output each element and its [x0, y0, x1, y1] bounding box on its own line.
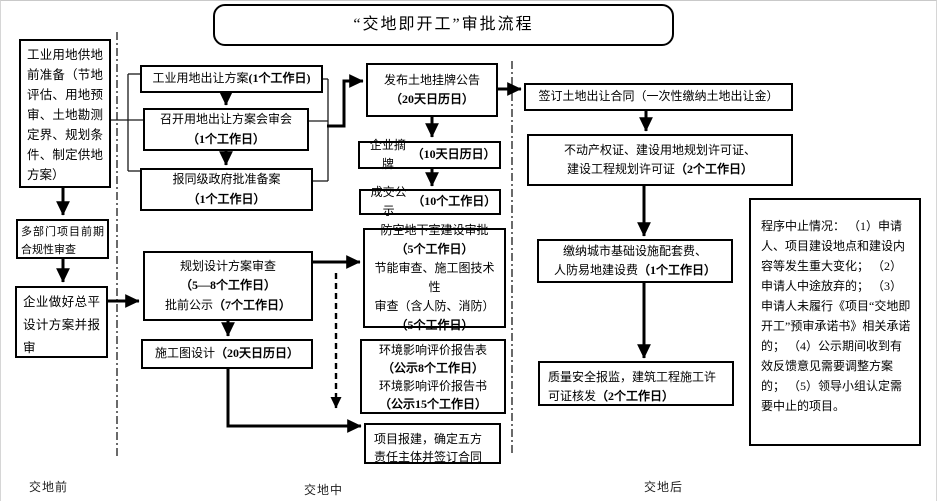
node-plan-meeting-label: 召开用地出让方案会审会 [159, 112, 292, 127]
node-quality-permit-label: 质量安全报监，建筑工程施工许可证核发 [548, 370, 717, 403]
node-quality-permit-text: 质量安全报监，建筑工程施工许可证核发（2个工作日） [548, 370, 716, 403]
node-enterprise-delisting: 企业摘牌 （10天日历日） [358, 138, 501, 171]
arrow-bracket-to-notice [327, 74, 364, 128]
node-env-impact-duration2: （公示15个工作日） [378, 396, 487, 411]
node-permits-line1: 不动产权证、建设用地规划许可证、 [563, 142, 756, 157]
node-plan-design-review-label: 规划设计方案审查 [179, 259, 276, 274]
node-civil-defense-line2: 节能审查、施工图技术性 [374, 261, 495, 294]
node-enterprise-delisting-duration: （10天日历日） [411, 147, 496, 162]
node-construction-drawing-duration: （20天日历日） [215, 346, 300, 361]
node-pay-fees-line2-wrap: 人防易地建设费（1个工作日） [554, 261, 716, 280]
node-civil-defense-duration1: （5个工作日） [395, 242, 474, 256]
node-project-filing-label: 项目报建，确定五方责任主体并签订合同 [374, 432, 483, 464]
node-plan-design-review-duration2: （7个工作日） [213, 297, 292, 312]
node-plan-design-review: 规划设计方案审查 （5—8个工作日） 批前公示（7个工作日） [143, 251, 313, 321]
node-gov-approval-duration: （1个工作日） [187, 191, 266, 206]
node-multi-dept-review-label: 多部门项目前期合规性审查 [21, 226, 104, 256]
node-deal-publicity-duration: （10个工作日） [412, 194, 497, 209]
node-env-impact: 环境影响评价报告表 （公示8个工作日） 环境影响评价报告书 （公示15个工作日） [360, 339, 506, 414]
node-deal-publicity: 成交公示 （10个工作日） [359, 185, 501, 218]
node-listing-notice: 发布土地挂牌公告 （20天日历日） [366, 63, 498, 117]
node-civil-defense-line3: 审查（含人防、消防） [374, 299, 495, 313]
node-civil-defense-label: 防空地下室建设审批 [380, 223, 489, 237]
node-transfer-plan-label: 工业用地出让方案 [152, 71, 249, 86]
node-multi-dept-review: 多部门项目前期合规性审查 [16, 219, 109, 259]
node-sign-contract: 签订土地出让合同（一次性缴纳土地出让金） [524, 83, 793, 111]
phase-label-mid: 交地中 [304, 483, 344, 497]
arrow-drawing-to-filing [226, 369, 362, 433]
node-land-prep-label: 工业用地供地前准备（节地评估、用地预审、土地勘测定界、规划条件、制定供地方案） [27, 48, 103, 182]
title-box: “交地即开工”审批流程 [213, 4, 674, 46]
node-gov-approval: 报同级政府批准备案 （1个工作日） [140, 168, 313, 211]
node-env-impact-duration1: （公示8个工作日） [381, 360, 484, 375]
node-plan-design-review-publicity: 批前公示 [164, 297, 213, 312]
termination-item-1: （1）申请人、项目建设地点和建设内容等发生重大变化； [761, 219, 906, 273]
termination-note: 程序中止情况： （1）申请人、项目建设地点和建设内容等发生重大变化； （2）申请… [749, 198, 921, 446]
phase-label-pre: 交地前 [29, 480, 69, 494]
node-project-filing: 项目报建，确定五方责任主体并签订合同 [364, 423, 501, 464]
termination-item-3: （3）申请人未履行《项目“交地即开工”预审承诺书》相关承诺的； [761, 279, 911, 353]
phase-label-post: 交地后 [644, 480, 684, 494]
termination-item-5: （5）领导小组认定需要中止的项目。 [761, 379, 903, 413]
node-pay-fees: 缴纳城市基础设施配套费、 人防易地建设费（1个工作日） [537, 239, 733, 283]
node-enterprise-delisting-label: 企业摘牌 [369, 137, 406, 171]
node-sign-contract-label: 签订土地出让合同（一次性缴纳土地出让金） [538, 89, 779, 104]
node-permits-line2: 建设工程规划许可证 [566, 162, 675, 176]
node-pay-fees-line2: 人防易地建设费 [553, 263, 638, 277]
node-civil-defense: 防空地下室建设审批 （5个工作日） 节能审查、施工图技术性 审查（含人防、消防）… [363, 223, 506, 332]
node-plan-design-review-duration1: （5—8个工作日） [179, 278, 276, 293]
node-gov-approval-label: 报同级政府批准备案 [172, 172, 281, 187]
node-listing-notice-duration: （20天日历日） [389, 92, 474, 106]
node-quality-permit: 质量安全报监，建筑工程施工许可证核发（2个工作日） [538, 361, 734, 406]
termination-item-4: （4）公示期间收到有效反馈意见需要调整方案的； [761, 339, 903, 393]
termination-heading: 程序中止情况： [761, 219, 846, 233]
node-permits-line2-wrap: 建设工程规划许可证（2个工作日） [567, 160, 753, 179]
termination-item-2: （2）申请人中途放弃的； [761, 259, 903, 293]
node-plan-meeting-duration: （1个工作日） [186, 131, 265, 146]
node-construction-drawing-label: 施工图设计 [154, 346, 215, 361]
node-pay-fees-duration: （1个工作日） [638, 263, 717, 277]
node-permits-duration: （2个工作日） [675, 162, 754, 176]
node-plan-design-review-line2: 批前公示（7个工作日） [165, 296, 291, 315]
node-env-impact-line2: 环境影响评价报告书 [378, 378, 487, 393]
node-construction-drawing: 施工图设计（20天日历日） [141, 339, 313, 369]
node-enterprise-plan-label: 企业做好总平设计方案并报审 [23, 295, 100, 355]
node-env-impact-label: 环境影响评价报告表 [378, 342, 487, 357]
node-pay-fees-line1: 缴纳城市基础设施配套费、 [562, 243, 707, 258]
node-quality-permit-duration: （2个工作日） [596, 389, 675, 403]
node-plan-meeting: 召开用地出让方案会审会 （1个工作日） [143, 108, 309, 151]
node-civil-defense-duration2: （5个工作日） [395, 318, 474, 332]
page-title: “交地即开工”审批流程 [353, 16, 534, 34]
node-enterprise-plan: 企业做好总平设计方案并报审 [15, 286, 108, 358]
node-permits: 不动产权证、建设用地规划许可证、 建设工程规划许可证（2个工作日） [527, 134, 793, 186]
node-listing-notice-label: 发布土地挂牌公告 [383, 72, 480, 87]
node-deal-publicity-label: 成交公示 [370, 184, 407, 218]
node-transfer-plan-duration: (1个工作日) [248, 71, 311, 86]
node-transfer-plan: 工业用地出让方案(1个工作日) [140, 65, 323, 93]
node-land-prep: 工业用地供地前准备（节地评估、用地预审、土地勘测定界、规划条件、制定供地方案） [19, 39, 111, 188]
